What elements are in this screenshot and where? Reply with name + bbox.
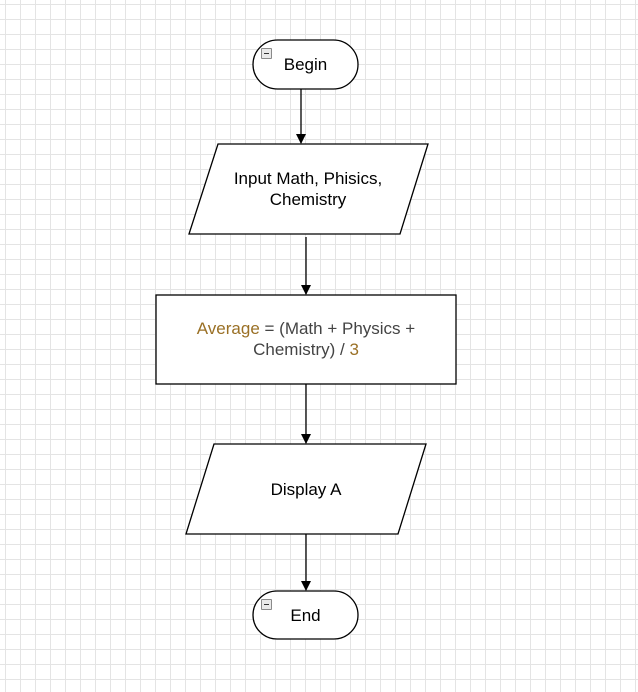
collapse-icon[interactable] xyxy=(261,599,272,610)
process-rectangle-shape[interactable] xyxy=(155,294,457,385)
display-parallelogram-shape[interactable] xyxy=(185,443,427,535)
process-label: Average = (Math + Physics + Chemistry) /… xyxy=(166,305,446,375)
display-label: Display A xyxy=(270,479,342,499)
input-label: Input Math, Phisics, Chemistry xyxy=(233,169,383,209)
end-label: End xyxy=(290,605,321,625)
input-parallelogram-shape[interactable] xyxy=(188,143,429,235)
begin-label: Begin xyxy=(283,55,328,74)
process-label-number: 3 xyxy=(349,340,359,359)
end-terminator-shape[interactable] xyxy=(252,590,359,640)
process-label-formula: = (Math + Physics + Chemistry) / xyxy=(253,319,416,359)
collapse-icon[interactable] xyxy=(261,48,272,59)
begin-terminator-shape[interactable] xyxy=(252,39,359,90)
process-label-variable: Average xyxy=(196,319,260,338)
